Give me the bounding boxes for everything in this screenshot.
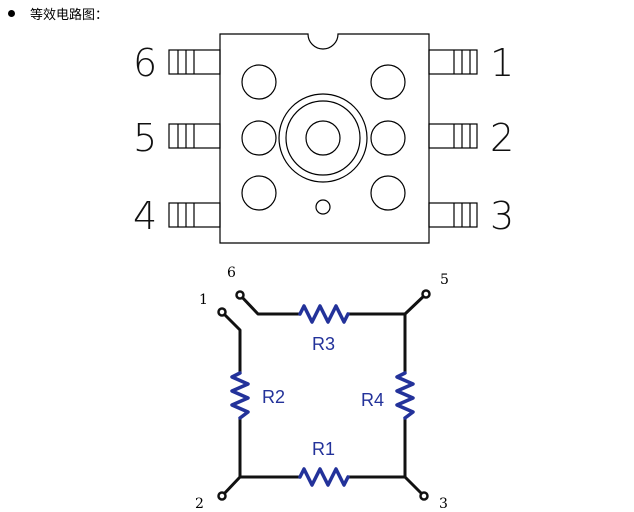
resistor-label-r3: R3 (312, 334, 335, 354)
resistor-zigzags (230, 304, 415, 487)
pad-circle (241, 175, 277, 211)
heading-text: 等效电路图： (30, 7, 109, 23)
pad-circle (241, 64, 277, 100)
pad-circle (370, 120, 406, 156)
package-pin-label-6: 6 (133, 41, 157, 85)
pad-circle (370, 175, 406, 211)
pad-circle (241, 120, 277, 156)
node-label-5: 5 (440, 272, 449, 288)
node-label-2: 2 (195, 496, 204, 512)
resistor-label-r1: R1 (312, 439, 335, 459)
wire-bottom-right (346, 475, 426, 498)
node-label-3: 3 (439, 496, 448, 512)
bullet-icon (8, 9, 15, 17)
package-body (219, 33, 430, 244)
vent-hole (315, 199, 331, 215)
resistor-r4-symbol (395, 371, 415, 420)
right-pin-1-lead (428, 49, 478, 75)
wire-top-left (238, 293, 302, 316)
package-pin-label-2: 2 (490, 116, 514, 160)
terminal-node-5 (421, 289, 431, 299)
right-pin-2-lead (428, 123, 478, 149)
node-label-6: 6 (227, 265, 236, 281)
right-pin-3-lead (428, 202, 478, 228)
package-pin-label-4: 4 (133, 194, 157, 238)
wire-left-lower (220, 416, 242, 498)
package-pin-label-5: 5 (133, 116, 157, 160)
left-pin-5-lead (168, 123, 221, 149)
equivalent-circuit-heading: 等效电路图： (8, 3, 108, 23)
resistor-r1-symbol (298, 467, 350, 487)
resistor-r2-symbol (230, 371, 250, 420)
node-label-1: 1 (199, 292, 208, 308)
wire-left-upper (220, 310, 242, 375)
terminal-node-6 (235, 290, 245, 300)
pad-circle (370, 64, 406, 100)
left-pin-6-lead (168, 49, 221, 75)
bridge-wires (220, 292, 428, 498)
resistor-label-r4: R4 (361, 390, 384, 410)
pressure-port-inner (305, 120, 341, 156)
pressure-port-outer (278, 93, 368, 183)
terminal-node-3 (419, 491, 429, 501)
resistor-r3-symbol (298, 304, 350, 324)
wire-top-right (346, 292, 428, 316)
left-pin-4-lead (168, 202, 221, 228)
terminal-node-2 (217, 491, 227, 501)
sensor-package (168, 33, 478, 244)
package-pin-label-3: 3 (490, 194, 514, 238)
pressure-port-middle (285, 100, 361, 176)
terminal-nodes (217, 289, 431, 501)
resistor-label-r2: R2 (262, 387, 285, 407)
package-pin-label-1: 1 (490, 41, 514, 85)
terminal-node-1 (217, 307, 227, 317)
